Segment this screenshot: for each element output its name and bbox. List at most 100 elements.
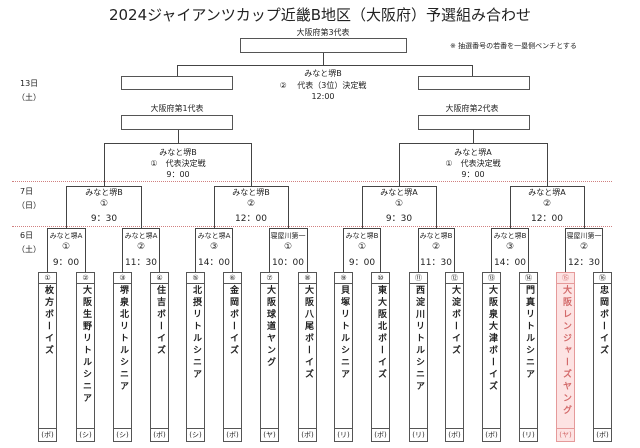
day-divider (12, 181, 612, 182)
team-league: (ヤ) (557, 428, 574, 441)
bracket-line (510, 186, 511, 228)
day-label: 6日 (20, 231, 34, 240)
team-name: 西淀川リトルシニア (414, 285, 424, 393)
team-league: (ヤ) (261, 428, 278, 441)
team-draw-number: ⑮ (557, 273, 574, 284)
match-venue: みなと堺A (454, 148, 492, 157)
team-name: 金岡ボーイズ (228, 285, 238, 357)
bracket-line (472, 65, 473, 76)
bracket-line (528, 228, 529, 272)
bracket-line (251, 143, 252, 186)
weekday-label: （土） (17, 245, 41, 254)
team-league: (ボ) (483, 428, 500, 441)
bracket-line (565, 228, 566, 272)
team-draw-number: ① (39, 273, 56, 284)
rep2-slot (418, 115, 530, 130)
bracket-line (141, 186, 142, 228)
match-time: 12:00 (311, 92, 335, 101)
match-time: 12：30 (568, 258, 600, 268)
bracket-line (399, 143, 548, 144)
team-draw-number: ② (77, 273, 94, 284)
team-league: (ボ) (39, 428, 56, 441)
team-league: (リ) (410, 428, 427, 441)
team-name: 東大阪北ボーイズ (376, 285, 386, 381)
rep1-slot (121, 115, 233, 130)
team-league: (リ) (335, 428, 352, 441)
bracket-line (436, 186, 437, 228)
bracket-line (418, 228, 419, 272)
final-slot-right (418, 76, 530, 90)
bracket-line (104, 143, 105, 186)
team-draw-number: ③ (114, 273, 131, 284)
team-league: (シ) (77, 428, 94, 441)
team-draw-number: ⑤ (187, 273, 204, 284)
match-time: 9：00 (348, 258, 376, 268)
match-venue: みなと堺B (159, 148, 197, 157)
weekday-label: （日） (17, 201, 41, 210)
bracket-line (362, 186, 437, 187)
bracket-line (362, 186, 363, 228)
match-time: 11：30 (420, 258, 452, 268)
bracket-line (473, 130, 474, 143)
match-number: ① (357, 242, 367, 252)
team-draw-number: ⑭ (520, 273, 537, 284)
team-league: (ボ) (446, 428, 463, 441)
team-league: (ボ) (372, 428, 389, 441)
bracket-line (343, 228, 344, 272)
match-venue: みなと堺B (345, 232, 379, 240)
match-venue: みなと堺A (380, 188, 418, 197)
team-league: (シ) (187, 428, 204, 441)
bracket-line (214, 186, 289, 187)
team-draw-number: ④ (151, 273, 168, 284)
match-number: ② (542, 199, 552, 209)
team-name: 貝塚リトルシニア (339, 285, 349, 381)
bracket-line (418, 228, 455, 229)
bracket-line (66, 186, 67, 228)
match-number: ① (61, 242, 71, 252)
bracket-line (177, 65, 473, 66)
match-number: ② (136, 242, 146, 252)
match-time: 11：30 (125, 258, 157, 268)
match-number: ② 代表（3位）決定戦 (279, 81, 367, 90)
third-rep-slot (240, 38, 407, 53)
bracket-line (232, 228, 233, 272)
bracket-line (491, 228, 492, 272)
weekday-label: （土） (17, 93, 41, 102)
team-name: 大阪球道ヤング (265, 285, 275, 369)
match-venue: みなと堺B (493, 232, 527, 240)
day-label: 13日 (20, 79, 39, 88)
match-venue: 寝屋川第一 (270, 232, 306, 240)
bracket-line (178, 130, 179, 143)
match-number: ③ (505, 242, 515, 252)
team-draw-number: ⑦ (261, 273, 278, 284)
match-venue: みなと堺B (419, 232, 453, 240)
match-time: 9：00 (461, 170, 485, 179)
bracket-line (177, 65, 178, 76)
team-name: 門真リトルシニア (524, 285, 534, 381)
bracket-line (399, 143, 400, 186)
match-number: ② (246, 199, 256, 209)
team-name: 大淀ボーイズ (450, 285, 460, 357)
match-time: 9：30 (90, 214, 118, 224)
team-name: 大阪泉大津ボーイズ (487, 285, 497, 393)
match-number: ① 代表決定戦 (445, 159, 501, 168)
bracket-line (602, 228, 603, 272)
final-slot-left (121, 76, 233, 90)
match-number: ② (431, 242, 441, 252)
bracket-line (584, 186, 585, 228)
team-league: (シ) (114, 428, 131, 441)
match-number: ① 代表決定戦 (150, 159, 206, 168)
bracket-line (269, 228, 308, 229)
match-venue: みなと堺B (232, 188, 270, 197)
team-draw-number: ⑫ (446, 273, 463, 284)
bracket-line (307, 228, 308, 272)
